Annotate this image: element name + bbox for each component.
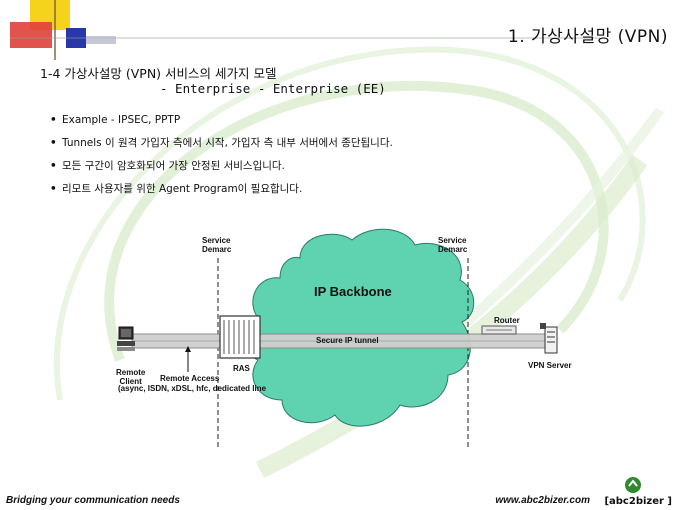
service-demarc-label-right: Service Demarc: [438, 236, 468, 254]
bullet-marker: •: [50, 183, 57, 195]
router-label: Router: [494, 316, 520, 325]
bullet-item: • 모든 구간이 암호화되어 가장 안정된 서비스입니다.: [50, 158, 393, 181]
section-heading: 1-4 가상사설망 (VPN) 서비스의 세가지 모델: [40, 66, 277, 81]
tunnel-label: Secure IP tunnel: [316, 336, 379, 345]
vpn-server-label: VPN Server: [528, 361, 572, 370]
bullet-text: 모든 구간이 암호화되어 가장 안정된 서비스입니다.: [62, 160, 285, 172]
bullet-item: • Example - IPSEC, PPTP: [50, 112, 393, 135]
remote-access-arrowhead: [185, 346, 191, 352]
bullet-item: • 리모트 사용자를 위한 Agent Program이 필요합니다.: [50, 181, 393, 204]
remote-client-label: Remote Client: [116, 368, 146, 386]
ip-backbone-cloud: [241, 228, 475, 427]
footer-tagline: Bridging your communication needs: [6, 495, 180, 506]
router-icon: [481, 325, 517, 335]
cloud-label: IP Backbone: [314, 284, 392, 299]
bullet-text: 리모트 사용자를 위한 Agent Program이 필요합니다.: [62, 183, 303, 195]
footer-url-link[interactable]: www.abc2bizer.com: [495, 495, 590, 506]
bullet-list: • Example - IPSEC, PPTP • Tunnels 이 원격 가입자…: [50, 112, 393, 204]
bullet-marker: •: [50, 114, 57, 126]
bullet-marker: •: [50, 160, 57, 172]
ras-label: RAS: [233, 364, 250, 373]
remote-access-label: Remote Access: [160, 374, 220, 383]
service-demarc-label-left: Service Demarc: [202, 236, 232, 254]
bullet-marker: •: [50, 137, 57, 149]
bullet-text: Example - IPSEC, PPTP: [62, 114, 181, 126]
deco-grey-band: [86, 36, 116, 44]
bullet-text: Tunnels 이 원격 가입자 측에서 시작, 가입자 측 내부 서버에서 종…: [62, 137, 393, 149]
remote-client-computer-icon: [117, 326, 135, 351]
decorative-swirl: [53, 46, 646, 401]
vpn-server-icon: [540, 323, 558, 354]
slide-title: 1. 가상사설망 (VPN): [507, 27, 668, 47]
brand-logo-icon: [625, 477, 641, 493]
bullet-item: • Tunnels 이 원격 가입자 측에서 시작, 가입자 측 내부 서버에서 …: [50, 135, 393, 158]
deco-red-block: [10, 22, 52, 48]
decorative-swirl: [104, 81, 609, 362]
brand-name: [abc2bizer ]: [604, 496, 672, 507]
section-subheading: - Enterprise - Enterprise (EE): [160, 81, 386, 96]
ras-server-icon: [219, 315, 261, 359]
remote-access-types-label: (async, ISDN, xDSL, hfc, dedicated line: [118, 384, 267, 393]
